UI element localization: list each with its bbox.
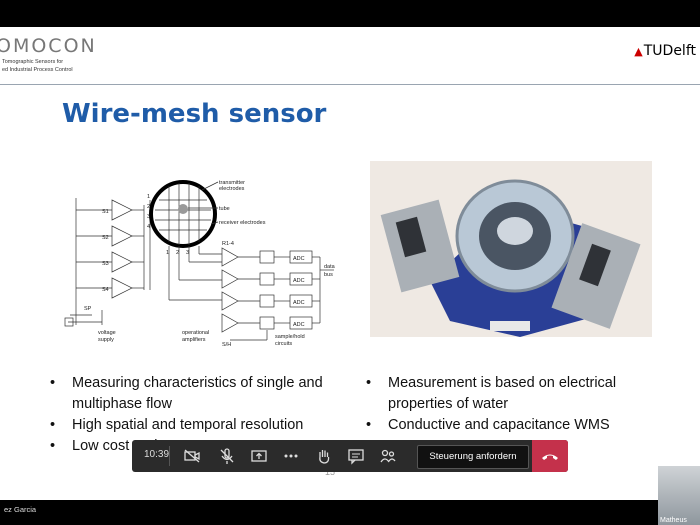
more-options-icon[interactable] xyxy=(281,446,301,466)
header-divider xyxy=(0,84,700,85)
label-transmitter: transmitter xyxy=(219,180,245,186)
label-amplifiers: amplifiers xyxy=(182,337,206,343)
label-electrodes: electrodes xyxy=(219,186,245,192)
call-duration: 10:39 xyxy=(144,449,170,460)
label-num-2: 2 xyxy=(147,204,150,210)
wire-mesh-circuit-diagram: transmitter electrodes tube receiver ele… xyxy=(64,180,336,348)
bullet-item: Measurement is based on electrical prope… xyxy=(364,373,664,415)
bullet-list-right: Measurement is based on electrical prope… xyxy=(364,373,664,436)
label-operational: operational xyxy=(182,330,209,336)
label-adc-1: ADC xyxy=(293,256,305,262)
hang-up-icon xyxy=(542,454,558,460)
mic-off-icon[interactable] xyxy=(217,446,237,466)
participants-icon[interactable] xyxy=(378,446,398,466)
shared-slide: OMOCON Tomographic Sensors for ed Indust… xyxy=(0,27,700,500)
label-rnum-3: 3 xyxy=(186,250,189,256)
bullet-item: Conductive and capacitance WMS xyxy=(364,415,664,436)
label-receiver: receiver electrodes xyxy=(219,220,266,226)
label-sh: S/H xyxy=(222,342,231,348)
tagline-line-2: ed Industrial Process Control xyxy=(2,67,73,73)
slide-title: Wire-mesh sensor xyxy=(62,99,327,129)
camera-off-icon[interactable] xyxy=(182,446,202,466)
university-name: TUDelft xyxy=(643,43,696,59)
participant-name: Matheus xyxy=(660,517,687,524)
label-circuits: circuits xyxy=(275,341,292,347)
meeting-toolbar: 10:39 Steuerung anfordern xyxy=(132,440,568,472)
brand-name: OMOCON xyxy=(0,35,97,57)
tagline-line-1: Tomographic Sensors for xyxy=(2,59,64,65)
label-voltage: voltage xyxy=(98,330,116,336)
presenter-name: ez Garcia xyxy=(4,505,37,514)
label-bus: bus xyxy=(324,272,333,278)
label-sp: SP xyxy=(84,306,92,312)
page-number: 15 xyxy=(325,467,336,477)
tudelft-logo: ▲TUDelft xyxy=(634,43,696,59)
chat-icon[interactable] xyxy=(346,446,366,466)
label-switch-4: S4 xyxy=(102,287,109,293)
label-r1-4: R1-4 xyxy=(222,241,234,247)
label-num-4: 4 xyxy=(147,224,150,230)
flame-icon: ▲ xyxy=(634,45,643,58)
bubble-in-tube xyxy=(178,204,188,214)
label-tube: tube xyxy=(219,206,230,212)
label-switch-3: S3 xyxy=(102,261,109,267)
label-adc-3: ADC xyxy=(293,300,305,306)
label-rnum-1: 1 xyxy=(166,250,169,256)
label-num-3: 3 xyxy=(147,214,150,220)
label-data: data xyxy=(324,264,336,270)
bullet-item: Measuring characteristics of single and … xyxy=(48,373,358,415)
bullet-item: High spatial and temporal resolution xyxy=(48,415,358,436)
participant-video-thumbnail[interactable]: Matheus xyxy=(658,466,700,525)
request-control-button[interactable]: Steuerung anfordern xyxy=(417,445,529,469)
toolbar-divider xyxy=(169,446,170,466)
label-switch-1: S1 xyxy=(102,209,109,215)
label-adc-2: ADC xyxy=(293,278,305,284)
label-num-1: 1 xyxy=(147,194,150,200)
share-screen-icon[interactable] xyxy=(249,446,269,466)
label-sample-hold: sample/hold xyxy=(275,334,305,340)
label-rnum-2: 2 xyxy=(176,250,179,256)
label-supply: supply xyxy=(98,337,114,343)
raise-hand-icon[interactable] xyxy=(314,446,334,466)
wire-mesh-sensor-photo xyxy=(370,161,652,337)
hang-up-button[interactable] xyxy=(532,440,568,472)
label-switch-2: S2 xyxy=(102,235,109,241)
label-adc-4: ADC xyxy=(293,322,305,328)
